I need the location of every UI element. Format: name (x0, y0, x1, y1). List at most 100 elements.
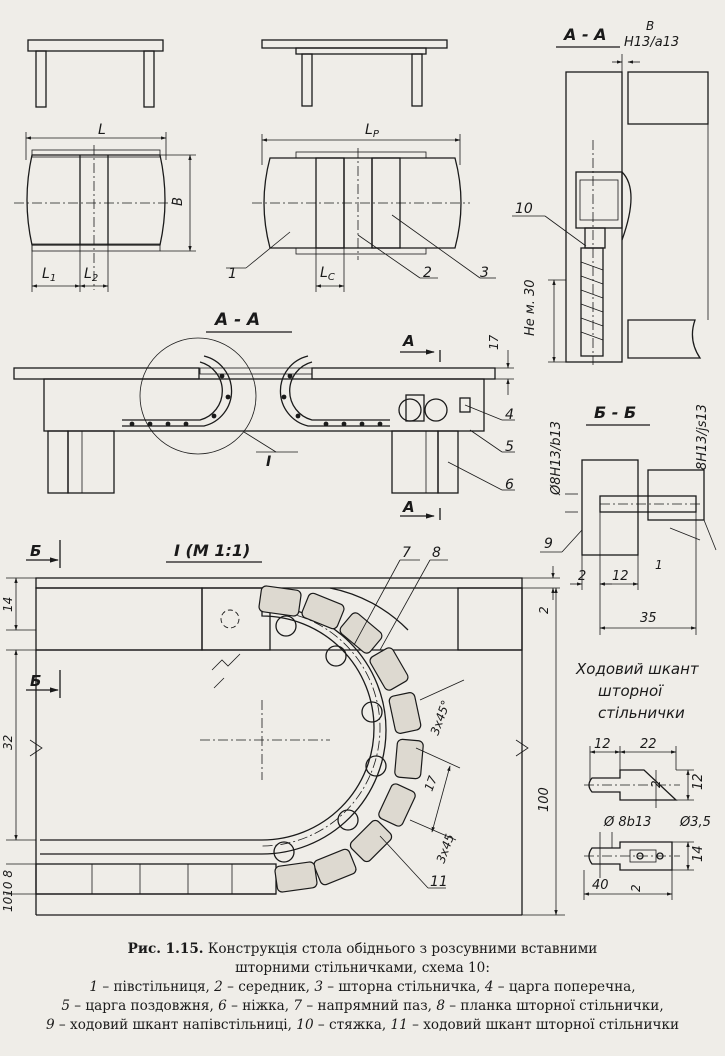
detail-I-title: I (М 1:1) (174, 541, 250, 560)
callout-4: 4 (505, 407, 514, 423)
section-BB: Б - Б Ø8H13/b13 8H13/js13 1 9 2 12 35 (540, 403, 717, 635)
legend-text: – ходовий шкант шторної стільнички (407, 1017, 680, 1033)
callout-7: 7 (402, 545, 411, 561)
dim-3x45-bottom: 3x45 (434, 832, 457, 865)
dim-17-detail: 17 (422, 774, 441, 793)
fit-H13a13: H13/a13 (624, 35, 679, 50)
legend-text: – царга поперечна, (493, 979, 636, 995)
legend-text: – ходовий шкант напівстільниці, (54, 1017, 297, 1033)
dowel-title-3: стільнички (598, 704, 685, 722)
legend-text: – стяжка, (313, 1017, 391, 1033)
callout-5: 5 (505, 439, 514, 455)
dowel-dim-14: 14 (691, 845, 706, 862)
arrow-A-bottom: А (402, 498, 415, 516)
dim-12-bb: 12 (612, 569, 629, 584)
dim-L: L (98, 122, 106, 138)
legend-text: – ніжка, (226, 998, 294, 1014)
elevation-extended (261, 39, 448, 107)
legend-text: – середник, (222, 979, 315, 995)
dim-L1: L (42, 266, 50, 282)
legend-text: – півстільниця, (98, 979, 215, 995)
dim-17-top: 17 (487, 334, 501, 350)
dim-100: 100 (537, 787, 552, 812)
legend-num: 9 (45, 1017, 55, 1033)
dim-32: 32 (1, 735, 15, 750)
dim-LP: L (365, 122, 373, 138)
fit-B-label: B (646, 19, 654, 33)
dowel-title-1: Ходовий шкант (575, 660, 700, 678)
caption-legend-3: 9 – ходовий шкант напівстільниці, 10 – с… (0, 1016, 725, 1035)
section-BB-title: Б - Б (594, 403, 636, 422)
section-AA-title: А - А (213, 310, 260, 330)
svg-text:L1: L1 (42, 266, 56, 284)
dowel-detail: Ходовий шкант шторної стільнички 12 22 1… (575, 660, 711, 900)
legend-num: 3 (314, 979, 323, 995)
legend-num: 11 (390, 1017, 408, 1033)
legend-num: 2 (214, 979, 223, 995)
fit-8H13b13: Ø8H13/b13 (549, 421, 564, 496)
arrow-B-top: Б (30, 542, 41, 560)
detail-I-callout: I (266, 454, 271, 470)
legend-text: – шторна стільничка, (322, 979, 485, 995)
callout-9: 9 (544, 536, 553, 552)
fit-8H13js13: 8H13/js13 (695, 404, 710, 470)
dim-1010-8: 1010 8 (1, 870, 15, 912)
dowel-dim-12-right: 12 (691, 773, 706, 790)
dim-3x45-top: 3x45° (428, 698, 453, 737)
dim-B: B (171, 197, 186, 206)
callout-6: 6 (505, 477, 514, 493)
dowel-dim-40: 40 (592, 878, 609, 893)
svg-text:LP: LP (365, 122, 380, 140)
dowel-dim-22: 22 (640, 737, 657, 752)
dowel-dia-8b13: Ø 8b13 (603, 815, 651, 830)
dim-not-less-30: Не м. 30 (523, 279, 538, 336)
plan-extended: LP LC 1 2 3 (226, 122, 496, 292)
caption-legend-2: 5 – царга поздовжня, 6 – ніжка, 7 – напр… (0, 997, 725, 1016)
caption-fig-number: Рис. 1.15. (127, 941, 204, 957)
svg-text:L2: L2 (84, 266, 98, 284)
dim-1-bb: 1 (655, 558, 663, 572)
legend-num: 4 (484, 979, 494, 995)
plan-closed: L B L1 L2 (14, 122, 196, 292)
dim-L2-sub: 2 (92, 273, 98, 284)
dowel-dim-2b: 2 (629, 884, 643, 892)
caption-title-2: шторними стільничками, схема 10: (235, 960, 490, 976)
section-AA-main: А - А I А А (13, 310, 515, 520)
dim-L1-sub: 1 (50, 273, 56, 284)
dim-L2: L (84, 266, 92, 282)
legend-num: 5 (61, 998, 70, 1014)
callout-10: 10 (515, 201, 533, 217)
callout-3: 3 (480, 265, 489, 281)
legend-num: 10 (296, 1017, 314, 1033)
dowel-dim-2: 2 (649, 780, 663, 788)
legend-text: – напрямний паз, (302, 998, 437, 1014)
dim-2-detail: 2 (537, 606, 551, 614)
legend-num: 6 (218, 998, 227, 1014)
svg-text:LC: LC (320, 265, 335, 283)
section-AA-right-title: А - А (562, 25, 607, 44)
legend-text: – царга поздовжня, (69, 998, 219, 1014)
callout-8: 8 (432, 545, 441, 561)
dim-LC-sub: C (328, 272, 335, 283)
dim-14: 14 (1, 597, 15, 612)
dowel-title-2: шторної (598, 682, 664, 700)
legend-text: – планка шторної стільнички, (444, 998, 664, 1014)
callout-11: 11 (430, 874, 448, 890)
figure-caption: Рис. 1.15. Конструкція стола обіднього з… (0, 940, 725, 1035)
dim-2-bb: 2 (578, 569, 586, 584)
dim-LC: L (320, 265, 328, 281)
legend-num: 7 (293, 998, 303, 1014)
legend-num: 8 (436, 998, 445, 1014)
section-AA-right: А - А B H13/a13 10 Не м. 30 (512, 19, 709, 365)
caption-title-1: Конструкція стола обіднього з розсувними… (203, 941, 598, 957)
dim-LP-sub: P (373, 129, 380, 140)
callout-1: 1 (228, 266, 237, 282)
dim-35: 35 (640, 611, 657, 626)
legend-num: 1 (89, 979, 99, 995)
arrow-A-top: А (402, 332, 415, 350)
elevation-closed (27, 39, 164, 108)
dowel-dim-12: 12 (594, 737, 611, 752)
detail-I: I (М 1:1) Б Б (1, 540, 565, 916)
callout-2: 2 (423, 265, 432, 281)
